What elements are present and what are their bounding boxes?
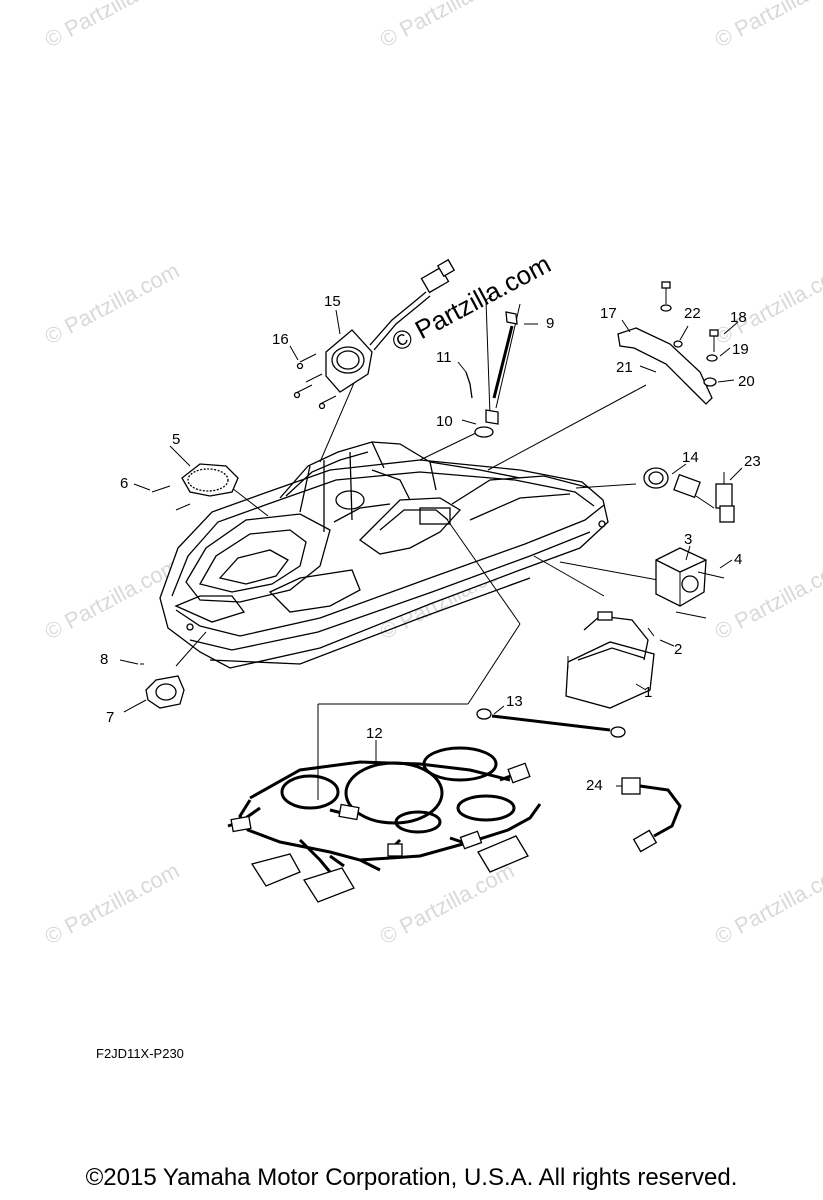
callout-16: 16 — [272, 331, 289, 348]
watermark: © Partzilla.com — [376, 0, 519, 52]
watermark: © Partzilla.com — [711, 0, 823, 52]
callout-2: 2 — [674, 641, 682, 658]
part-24 — [621, 777, 682, 853]
callout-17: 17 — [600, 305, 617, 322]
part-15-plate — [293, 258, 456, 410]
part-5-speaker — [151, 463, 239, 511]
callout-21: 21 — [616, 359, 633, 376]
callout-15: 15 — [324, 293, 341, 310]
callout-23: 23 — [744, 453, 761, 470]
part-7-horn — [140, 663, 185, 709]
leader-lines — [175, 375, 659, 800]
callout-1: 1 — [644, 684, 652, 701]
windshield — [279, 441, 521, 532]
watermark: © Partzilla.com — [711, 553, 823, 645]
watermark: © Partzilla.com — [41, 0, 184, 52]
copyright-notice: ©2015 Yamaha Motor Corporation, U.S.A. A… — [85, 1164, 738, 1191]
callout-labels: 1 2 3 4 5 6 7 8 9 10 11 12 13 14 15 16 1… — [100, 293, 761, 794]
callout-9: 9 — [546, 315, 554, 332]
part-12-harness — [227, 746, 542, 903]
callout-22: 22 — [684, 305, 701, 322]
callout-13: 13 — [506, 693, 523, 710]
callout-4: 4 — [734, 551, 742, 568]
callout-5: 5 — [172, 431, 180, 448]
callout-8: 8 — [100, 651, 108, 668]
callout-12: 12 — [366, 725, 383, 742]
part-9-antenna — [465, 295, 521, 438]
part-3-box — [655, 547, 725, 619]
watermark: © Partzilla.com — [711, 258, 823, 350]
callout-11: 11 — [436, 349, 452, 366]
callout-3: 3 — [684, 531, 692, 548]
diagram-code: F2JD11X-P230 — [96, 1046, 184, 1061]
part-1-bracket — [565, 611, 655, 709]
callout-24: 24 — [586, 777, 603, 794]
callout-7: 7 — [106, 709, 114, 726]
callout-20: 20 — [738, 373, 755, 390]
callout-10: 10 — [436, 413, 453, 430]
callout-14: 14 — [682, 449, 699, 466]
part-13-cable — [476, 708, 626, 738]
part-14-23 — [643, 467, 735, 523]
watermark: © Partzilla.com — [41, 258, 184, 350]
part-17-rail — [617, 281, 719, 405]
callout-18: 18 — [730, 309, 747, 326]
callout-leaders — [119, 309, 743, 787]
watermark: © Partzilla.com — [376, 858, 519, 950]
callout-6: 6 — [120, 475, 128, 492]
callout-19: 19 — [732, 341, 749, 358]
watermark: © Partzilla.com — [711, 858, 823, 950]
watermark: © Partzilla.com — [41, 858, 184, 950]
boat-hull — [159, 459, 609, 669]
